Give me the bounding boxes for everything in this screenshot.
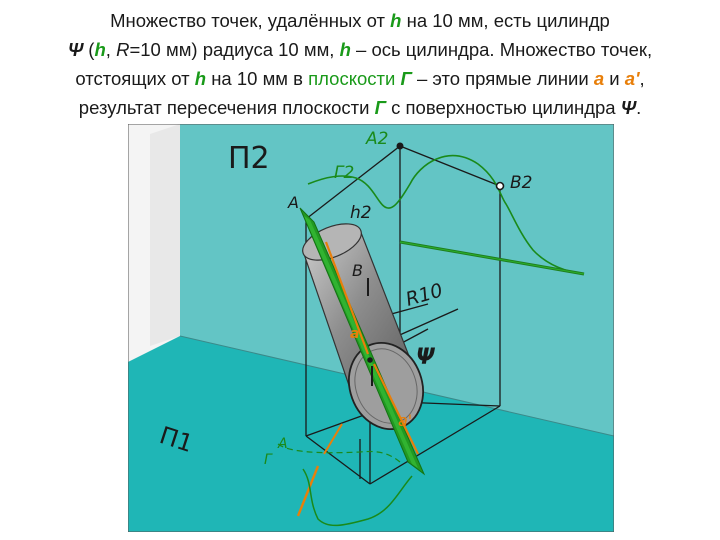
point-a2: [396, 142, 404, 150]
label-bottom-a: A: [277, 436, 288, 452]
caption-line-4: результат пересечения плоскости Г с пове…: [8, 93, 712, 122]
projection-line: [369, 405, 501, 485]
line-gamma-trace-highlight: [399, 241, 585, 275]
point-b2: [495, 181, 505, 191]
caption: Множество точек, удалённых от h на 10 мм…: [8, 6, 712, 122]
label-gamma2: Г2: [334, 163, 354, 183]
caption-text: ,: [105, 39, 117, 60]
caption-text: – ось цилиндра. Множество точек,: [350, 39, 653, 60]
caption-text: с поверхностью цилиндра: [385, 97, 621, 118]
label-pi2: П2: [228, 141, 270, 176]
symbol-psi: Ψ: [67, 39, 84, 60]
symbol-r: R: [116, 39, 130, 60]
caption-text: (: [83, 39, 95, 60]
line-a-prime: [373, 363, 419, 455]
caption-text: на 10 мм в: [206, 68, 309, 89]
caption-line-2: Ψ (h, R=10 мм) радиуса 10 мм, h – ось ци…: [8, 35, 712, 64]
curve-gamma1-dashed: [277, 443, 401, 463]
curve-gamma1: [302, 468, 413, 527]
caption-text: на 10 мм, есть цилиндр: [401, 10, 610, 31]
curve-gamma2: [307, 154, 585, 275]
line-a-projection: [296, 465, 320, 517]
projection-line: [399, 145, 501, 187]
line-a-prime-lower: [323, 423, 343, 455]
plane-gamma-highlight: [304, 216, 418, 468]
caption-text: – это прямые линии: [411, 68, 594, 89]
symbol-h: h: [390, 10, 402, 31]
caption-text: и: [604, 68, 625, 89]
projection-line: [305, 435, 371, 485]
plane-pi1-floor: [128, 336, 614, 532]
label-line-a-prime: a': [398, 411, 412, 430]
caption-plane-word: плоскости: [308, 68, 396, 89]
symbol-gamma: Г: [400, 68, 412, 89]
drawing-scene: П2 П1 A2 B2 Г2 A h2 B R10 Ψ a a' A Г: [128, 124, 614, 532]
symbol-h: h: [94, 39, 106, 60]
symbol-a-prime: a': [624, 68, 640, 89]
symbol-psi: Ψ: [620, 97, 637, 118]
caption-text: =10 мм) радиуса 10 мм,: [129, 39, 340, 60]
caption-text: отстоящих от: [75, 68, 195, 89]
diagram-svg: П2 П1 A2 B2 Г2 A h2 B R10 Ψ a a' A Г: [128, 124, 614, 532]
side-wall: [150, 124, 180, 346]
label-psi: Ψ: [416, 345, 436, 370]
caption-text: ,: [639, 68, 645, 89]
caption-line-1: Множество точек, удалённых от h на 10 мм…: [8, 6, 712, 35]
caption-text: результат пересечения плоскости: [78, 97, 375, 118]
label-h2: h2: [350, 203, 372, 223]
label-a2: A2: [365, 129, 388, 149]
symbol-h: h: [339, 39, 351, 60]
projection-line: [305, 145, 401, 220]
point-center: [367, 357, 373, 363]
symbol-gamma: Г: [374, 97, 386, 118]
label-bottom-gamma: Г: [264, 452, 273, 468]
label-line-a: a: [350, 326, 359, 342]
caption-text: .: [636, 97, 642, 118]
symbol-a: a: [593, 68, 605, 89]
caption-line-3: отстоящих от h на 10 мм в плоскости Г – …: [8, 64, 712, 93]
label-b2: B2: [510, 173, 532, 193]
caption-text: Множество точек, удалённых от: [110, 10, 391, 31]
line-a: [324, 241, 370, 355]
label-point-b: B: [352, 261, 363, 280]
symbol-h: h: [194, 68, 207, 89]
label-point-a: A: [287, 193, 299, 212]
